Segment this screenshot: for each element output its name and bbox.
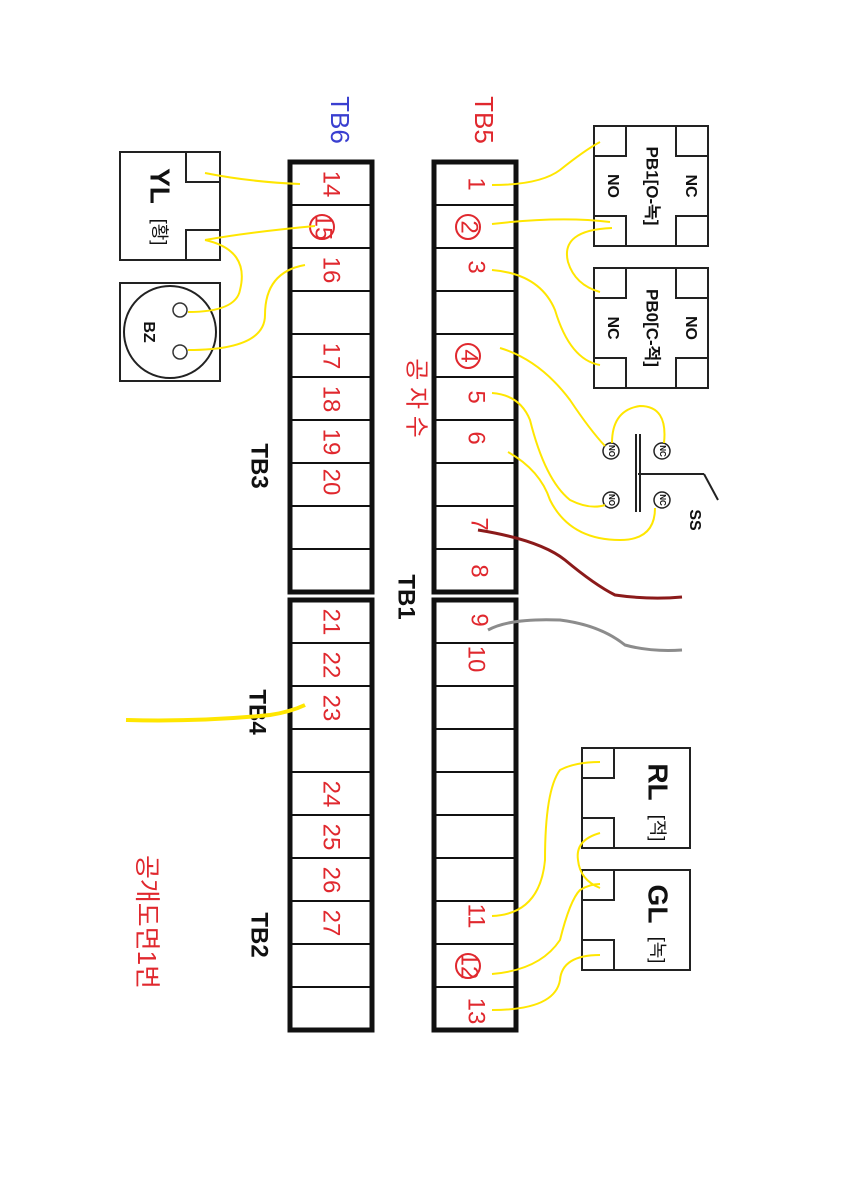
terminal-3: 3: [463, 260, 490, 273]
right-terminal-numbers: 1 2 3 4 5 6 7 8 9 10 11 12 13: [455, 177, 493, 1025]
wire-5-ss: [491, 392, 606, 508]
pb1-contact-nc: NC: [682, 174, 699, 198]
wire-pb1-pb0: [565, 227, 613, 293]
terminal-21: 21: [318, 609, 345, 636]
terminal-11: 11: [463, 904, 490, 929]
gl-lamp-color: [녹]: [647, 937, 667, 964]
buzzer-name: BZ: [140, 321, 157, 343]
wire-16-bz: [187, 264, 306, 351]
terminal-4: 4: [456, 349, 483, 362]
wires: [125, 141, 683, 1011]
terminal-13: 13: [463, 998, 490, 1025]
right-strip-dividers: [434, 204, 516, 988]
wire-rl-gl: [576, 832, 601, 889]
wire-yl-15: [204, 225, 316, 241]
ss-contact-2-label: NC: [658, 445, 667, 457]
left-strip-dividers: [290, 204, 372, 988]
terminal-10: 10: [463, 646, 490, 673]
wire-4-ss: [499, 347, 606, 447]
buzzer-terminal-b: [172, 344, 188, 360]
wire-yl-14: [204, 172, 301, 185]
pb1-pushbutton: PB1[O-녹] NO NC: [593, 125, 709, 247]
terminal-18: 18: [318, 386, 345, 413]
pb0-contact-no: NO: [682, 316, 699, 340]
tb4-label: TB4: [244, 689, 271, 735]
terminal-2: 2: [456, 220, 483, 233]
ss-contact-3-label: NO: [607, 494, 616, 506]
gl-lamp-name: GL: [643, 885, 674, 924]
terminal-2-circle: [455, 214, 481, 240]
tb5-header: TB5: [469, 96, 499, 144]
wire-yl-bz: [187, 239, 243, 313]
ss-name: SS: [686, 509, 703, 531]
terminal-19: 19: [318, 429, 345, 456]
ss-contact-2: [653, 442, 671, 460]
terminal-22: 22: [318, 652, 345, 679]
terminal-6: 6: [463, 431, 490, 444]
drawing-title: 공개도면1번: [132, 855, 162, 989]
tb3-label: TB3: [246, 443, 273, 488]
wire-12-gl: [491, 883, 601, 975]
terminal-5: 5: [463, 390, 490, 403]
wire-ss-jumper: [611, 404, 666, 444]
yl-lamp-name: YL: [145, 168, 176, 204]
terminal-23: 23: [318, 695, 345, 722]
terminal-26: 26: [318, 867, 345, 894]
wire-9-external: [487, 618, 683, 652]
terminal-4-circle: [455, 343, 481, 369]
terminal-1: 1: [463, 177, 490, 190]
rl-lamp: RL [적]: [581, 747, 691, 849]
yl-lamp: YL [황]: [119, 151, 221, 261]
terminal-7: 7: [466, 517, 493, 530]
tb2-label: TB2: [246, 912, 273, 957]
right-terminal-strip: [431, 159, 519, 1033]
ss-contact-4: [653, 491, 671, 509]
ss-contact-3: [602, 491, 620, 509]
left-terminal-strip: [287, 159, 375, 1033]
buzzer-terminal-a: [172, 302, 188, 318]
rl-lamp-name: RL: [643, 763, 674, 800]
yl-lamp-color: [황]: [149, 219, 169, 246]
buzzer: BZ: [119, 282, 221, 382]
rl-lamp-color: [적]: [647, 815, 667, 842]
tb6-header: TB6: [325, 96, 355, 144]
ss-contact-1-label: NO: [607, 445, 616, 457]
terminal-12-circle: [455, 953, 481, 979]
pb0-pushbutton: PB0[C-적] NC NO: [593, 267, 709, 389]
terminal-12: 12: [456, 953, 483, 980]
terminal-24: 24: [318, 781, 345, 808]
terminal-25: 25: [318, 824, 345, 851]
selector-switch: NO NC NO NC SS: [602, 434, 719, 531]
terminal-17: 17: [318, 343, 345, 370]
terminal-16: 16: [318, 257, 345, 284]
gl-lamp: GL [녹]: [581, 869, 691, 971]
terminal-9: 9: [466, 613, 493, 626]
terminal-20: 20: [318, 469, 345, 496]
terminal-27: 27: [318, 910, 345, 937]
wire-6-ss: [507, 451, 656, 542]
wire-13-gl: [491, 954, 601, 1011]
pb0-name: PB0[C-적]: [643, 289, 662, 367]
pb0-contact-nc: NC: [604, 316, 621, 340]
ss-contact-4-label: NC: [658, 494, 667, 506]
common-annotation: 공 자 수: [403, 358, 430, 438]
terminal-8: 8: [466, 564, 493, 577]
left-terminal-numbers: 14 15 16 17 18 19 20 21 22 23 24 25 26 2…: [309, 171, 345, 937]
wire-11-rl: [491, 761, 601, 917]
pb1-name: PB1[O-녹]: [643, 147, 662, 226]
wire-2-pb1: [491, 218, 611, 225]
wire-23-external: [125, 703, 306, 723]
wire-7-external: [477, 528, 683, 600]
wire-3-pb0: [491, 269, 601, 366]
pb1-contact-no: NO: [604, 174, 621, 198]
terminal-14: 14: [318, 171, 345, 198]
wire-1-pb1: [491, 141, 601, 186]
tb1-label: TB1: [393, 574, 420, 619]
